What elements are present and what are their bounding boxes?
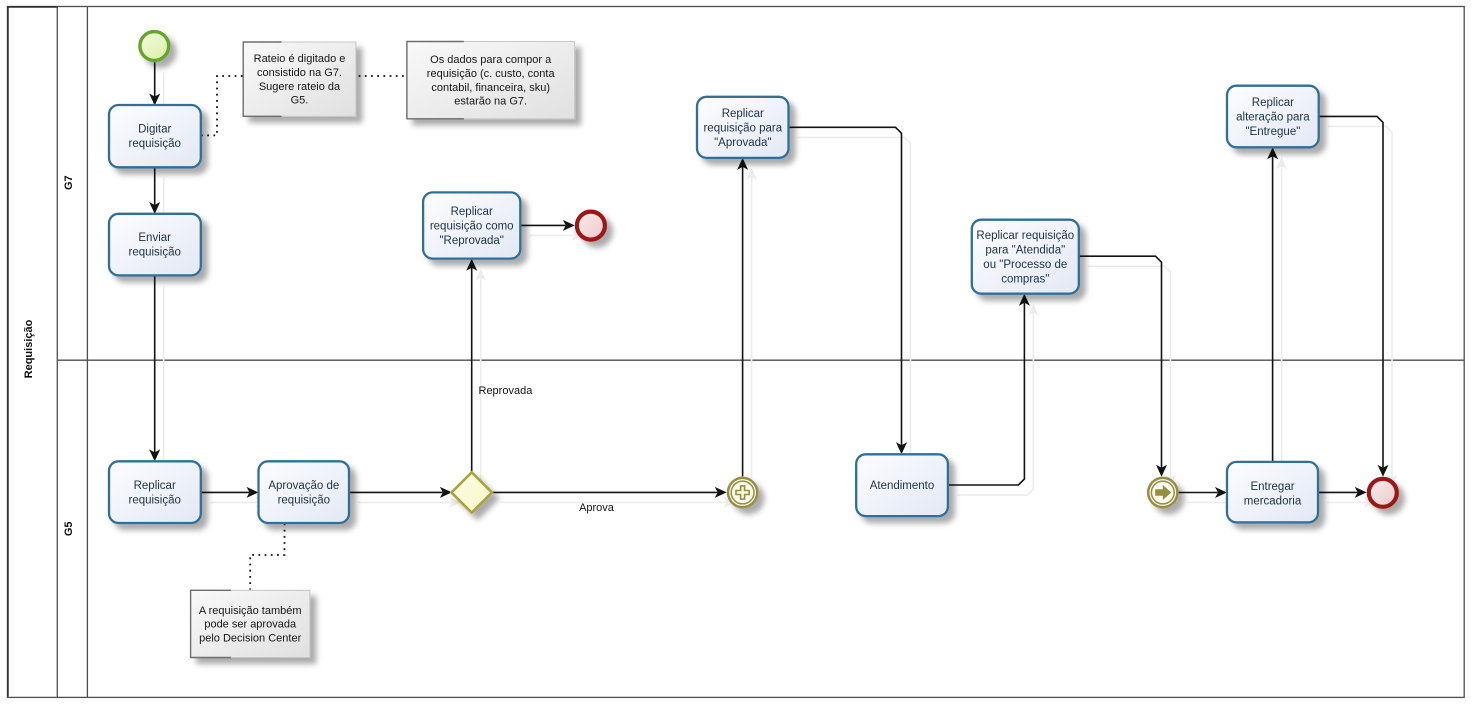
svg-text:Enviar: Enviar xyxy=(138,232,171,244)
svg-text:"Reprovada": "Reprovada" xyxy=(439,235,503,247)
svg-text:Atendimento: Atendimento xyxy=(870,480,935,492)
svg-text:Replicar: Replicar xyxy=(451,206,493,218)
svg-text:"Aprovada": "Aprovada" xyxy=(714,137,771,149)
svg-text:Requisição: Requisição xyxy=(23,319,35,378)
svg-text:A requisição também: A requisição também xyxy=(199,605,302,617)
svg-text:requisição para: requisição para xyxy=(703,122,782,134)
svg-text:requisição: requisição xyxy=(128,495,180,507)
svg-text:"Entregue": "Entregue" xyxy=(1245,126,1300,138)
svg-text:Entregar: Entregar xyxy=(1250,481,1294,493)
svg-text:Os dados para compor a: Os dados para compor a xyxy=(430,54,552,66)
svg-text:requisição: requisição xyxy=(128,138,180,150)
svg-text:requisição como: requisição como xyxy=(430,221,514,233)
svg-text:G7: G7 xyxy=(63,175,75,190)
svg-text:Replicar: Replicar xyxy=(1252,97,1294,109)
svg-text:Replicar requisição: Replicar requisição xyxy=(976,230,1074,242)
svg-text:contabil, financeira, sku): contabil, financeira, sku) xyxy=(431,82,550,94)
svg-text:pelo Decision Center: pelo Decision Center xyxy=(199,633,301,645)
svg-text:Replicar: Replicar xyxy=(722,108,764,120)
svg-text:Sugere rateio da: Sugere rateio da xyxy=(259,81,341,93)
svg-text:Aprovação de: Aprovação de xyxy=(268,480,339,492)
svg-text:Aprova: Aprova xyxy=(579,502,615,514)
svg-text:alteração para: alteração para xyxy=(1236,112,1310,124)
svg-text:Rateio é digitado e: Rateio é digitado e xyxy=(254,53,346,65)
svg-text:para "Atendida": para "Atendida" xyxy=(985,245,1065,257)
svg-text:consistido na G7.: consistido na G7. xyxy=(257,67,342,79)
svg-text:G5: G5 xyxy=(63,521,75,536)
svg-text:Replicar: Replicar xyxy=(134,480,176,492)
svg-text:Reprovada: Reprovada xyxy=(479,385,534,397)
svg-text:ou "Processo de: ou "Processo de xyxy=(983,259,1067,271)
svg-text:requisição (c. custo, conta: requisição (c. custo, conta xyxy=(427,68,556,80)
svg-text:requisição: requisição xyxy=(278,495,330,507)
svg-text:mercadoria: mercadoria xyxy=(1244,495,1302,507)
svg-text:Digitar: Digitar xyxy=(138,124,171,136)
svg-text:G5.: G5. xyxy=(291,95,309,107)
svg-text:compras": compras" xyxy=(1001,273,1049,285)
svg-text:pode ser aprovada: pode ser aprovada xyxy=(204,619,297,631)
svg-text:requisição: requisição xyxy=(128,246,180,258)
svg-text:estarão na G7.: estarão na G7. xyxy=(454,96,527,108)
